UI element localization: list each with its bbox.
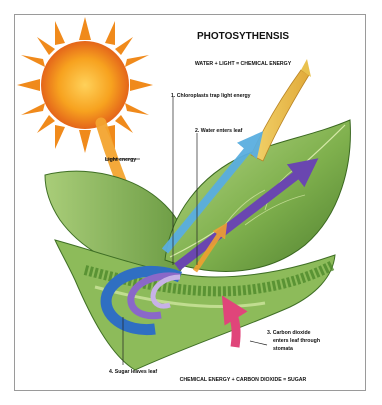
diagram-title: PHOTOSYTHENSIS [197, 31, 289, 42]
photosynthesis-diagram: PHOTOSYTHENSIS WATER + LIGHT = CHEMICAL … [15, 15, 365, 390]
label-light-energy: Light energy [105, 157, 136, 163]
diagram-frame: PHOTOSYTHENSIS WATER + LIGHT = CHEMICAL … [14, 14, 366, 391]
equation-top: WATER + LIGHT = CHEMICAL ENERGY [195, 61, 292, 67]
label-step3-line3: stomata [273, 346, 293, 352]
label-step4: 4. Sugar leaves leaf [109, 369, 157, 375]
label-step1: 1. Chloroplasts trap light energy [171, 93, 251, 99]
equation-bottom: CHEMICAL ENERGY + CARBON DIOXIDE = SUGAR [180, 377, 307, 383]
label-step3-line2: enters leaf through [273, 338, 320, 344]
label-step3-line1: 3. Carbon dioxide [267, 330, 311, 336]
sun-icon [17, 17, 153, 153]
label-step2: 2. Water enters leaf [195, 128, 243, 134]
